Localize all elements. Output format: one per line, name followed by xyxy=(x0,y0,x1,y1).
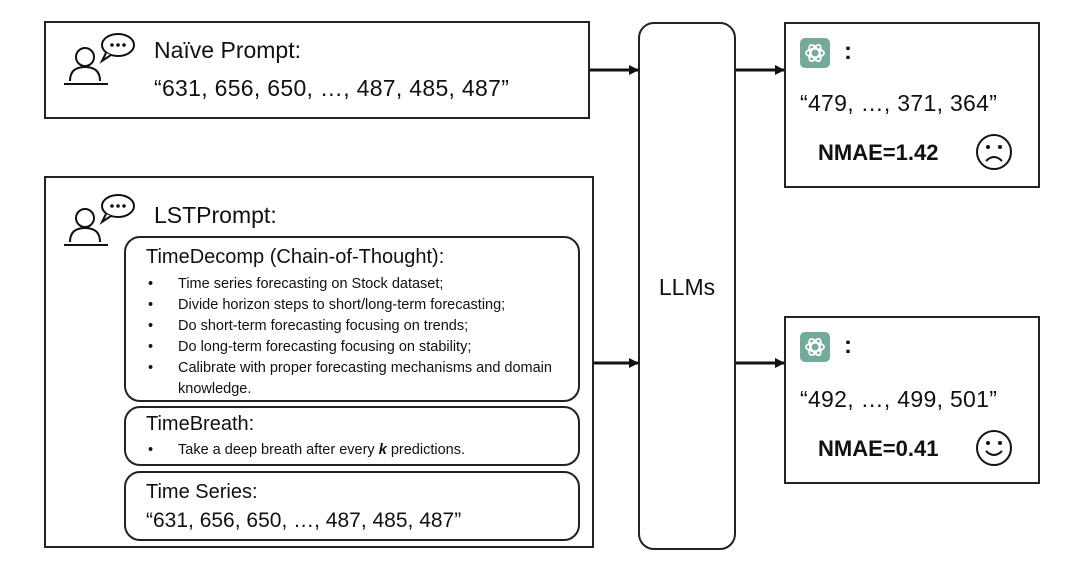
timebreath-text-after: predictions. xyxy=(386,442,465,458)
timeseries-box: Time Series: “631, 656, 650, …, 487, 485… xyxy=(124,471,580,541)
list-item: Calibrate with proper forecasting mechan… xyxy=(146,358,566,400)
timebreath-box: TimeBreath: Take a deep breath after eve… xyxy=(124,406,580,466)
smiley-face-icon xyxy=(976,430,1012,466)
llm-label: LLMs xyxy=(658,274,716,300)
output-colon: : xyxy=(844,38,852,65)
timedecomp-title: TimeDecomp (Chain-of-Thought): xyxy=(146,246,445,268)
bottom-output-box: : “492, …, 499, 501” NMAE=0.41 xyxy=(784,316,1040,484)
output-colon: : xyxy=(844,332,852,359)
chatgpt-logo-icon xyxy=(800,332,830,362)
timedecomp-box: TimeDecomp (Chain-of-Thought): Time seri… xyxy=(124,236,580,402)
lstprompt-title: LSTPrompt: xyxy=(154,202,277,228)
timedecomp-list: Time series forecasting on Stock dataset… xyxy=(146,274,566,400)
naive-prompt-box: Naïve Prompt: “631, 656, 650, …, 487, 48… xyxy=(44,21,590,119)
timeseries-title: Time Series: xyxy=(146,481,258,503)
list-item: Do short-term forecasting focusing on tr… xyxy=(146,316,566,337)
timebreath-text-before: Take a deep breath after every xyxy=(178,442,379,458)
sad-face-icon xyxy=(976,134,1012,170)
bottom-output-metric: NMAE=0.41 xyxy=(818,436,939,461)
list-item: Time series forecasting on Stock dataset… xyxy=(146,274,566,295)
top-output-series: “479, …, 371, 364” xyxy=(800,90,998,116)
timebreath-k: k xyxy=(378,442,387,458)
chatgpt-logo-icon xyxy=(800,38,830,68)
lstprompt-box: LSTPrompt: TimeDecomp (Chain-of-Thought)… xyxy=(44,176,594,548)
user-speaking-icon xyxy=(64,33,135,85)
user-speaking-icon xyxy=(64,194,135,246)
llm-box: LLMs xyxy=(638,22,736,550)
timeseries-series: “631, 656, 650, …, 487, 485, 487” xyxy=(146,509,462,532)
timebreath-title: TimeBreath: xyxy=(146,413,255,435)
list-item: Take a deep breath after every k predict… xyxy=(146,440,566,461)
naive-prompt-title: Naïve Prompt: xyxy=(154,37,301,63)
bottom-output-series: “492, …, 499, 501” xyxy=(800,386,998,412)
list-item: Divide horizon steps to short/long-term … xyxy=(146,295,566,316)
naive-prompt-series: “631, 656, 650, …, 487, 485, 487” xyxy=(154,75,510,101)
top-output-metric: NMAE=1.42 xyxy=(818,140,939,165)
list-item: Do long-term forecasting focusing on sta… xyxy=(146,337,566,358)
top-output-box: : “479, …, 371, 364” NMAE=1.42 xyxy=(784,22,1040,188)
timebreath-list: Take a deep breath after every k predict… xyxy=(146,440,566,461)
